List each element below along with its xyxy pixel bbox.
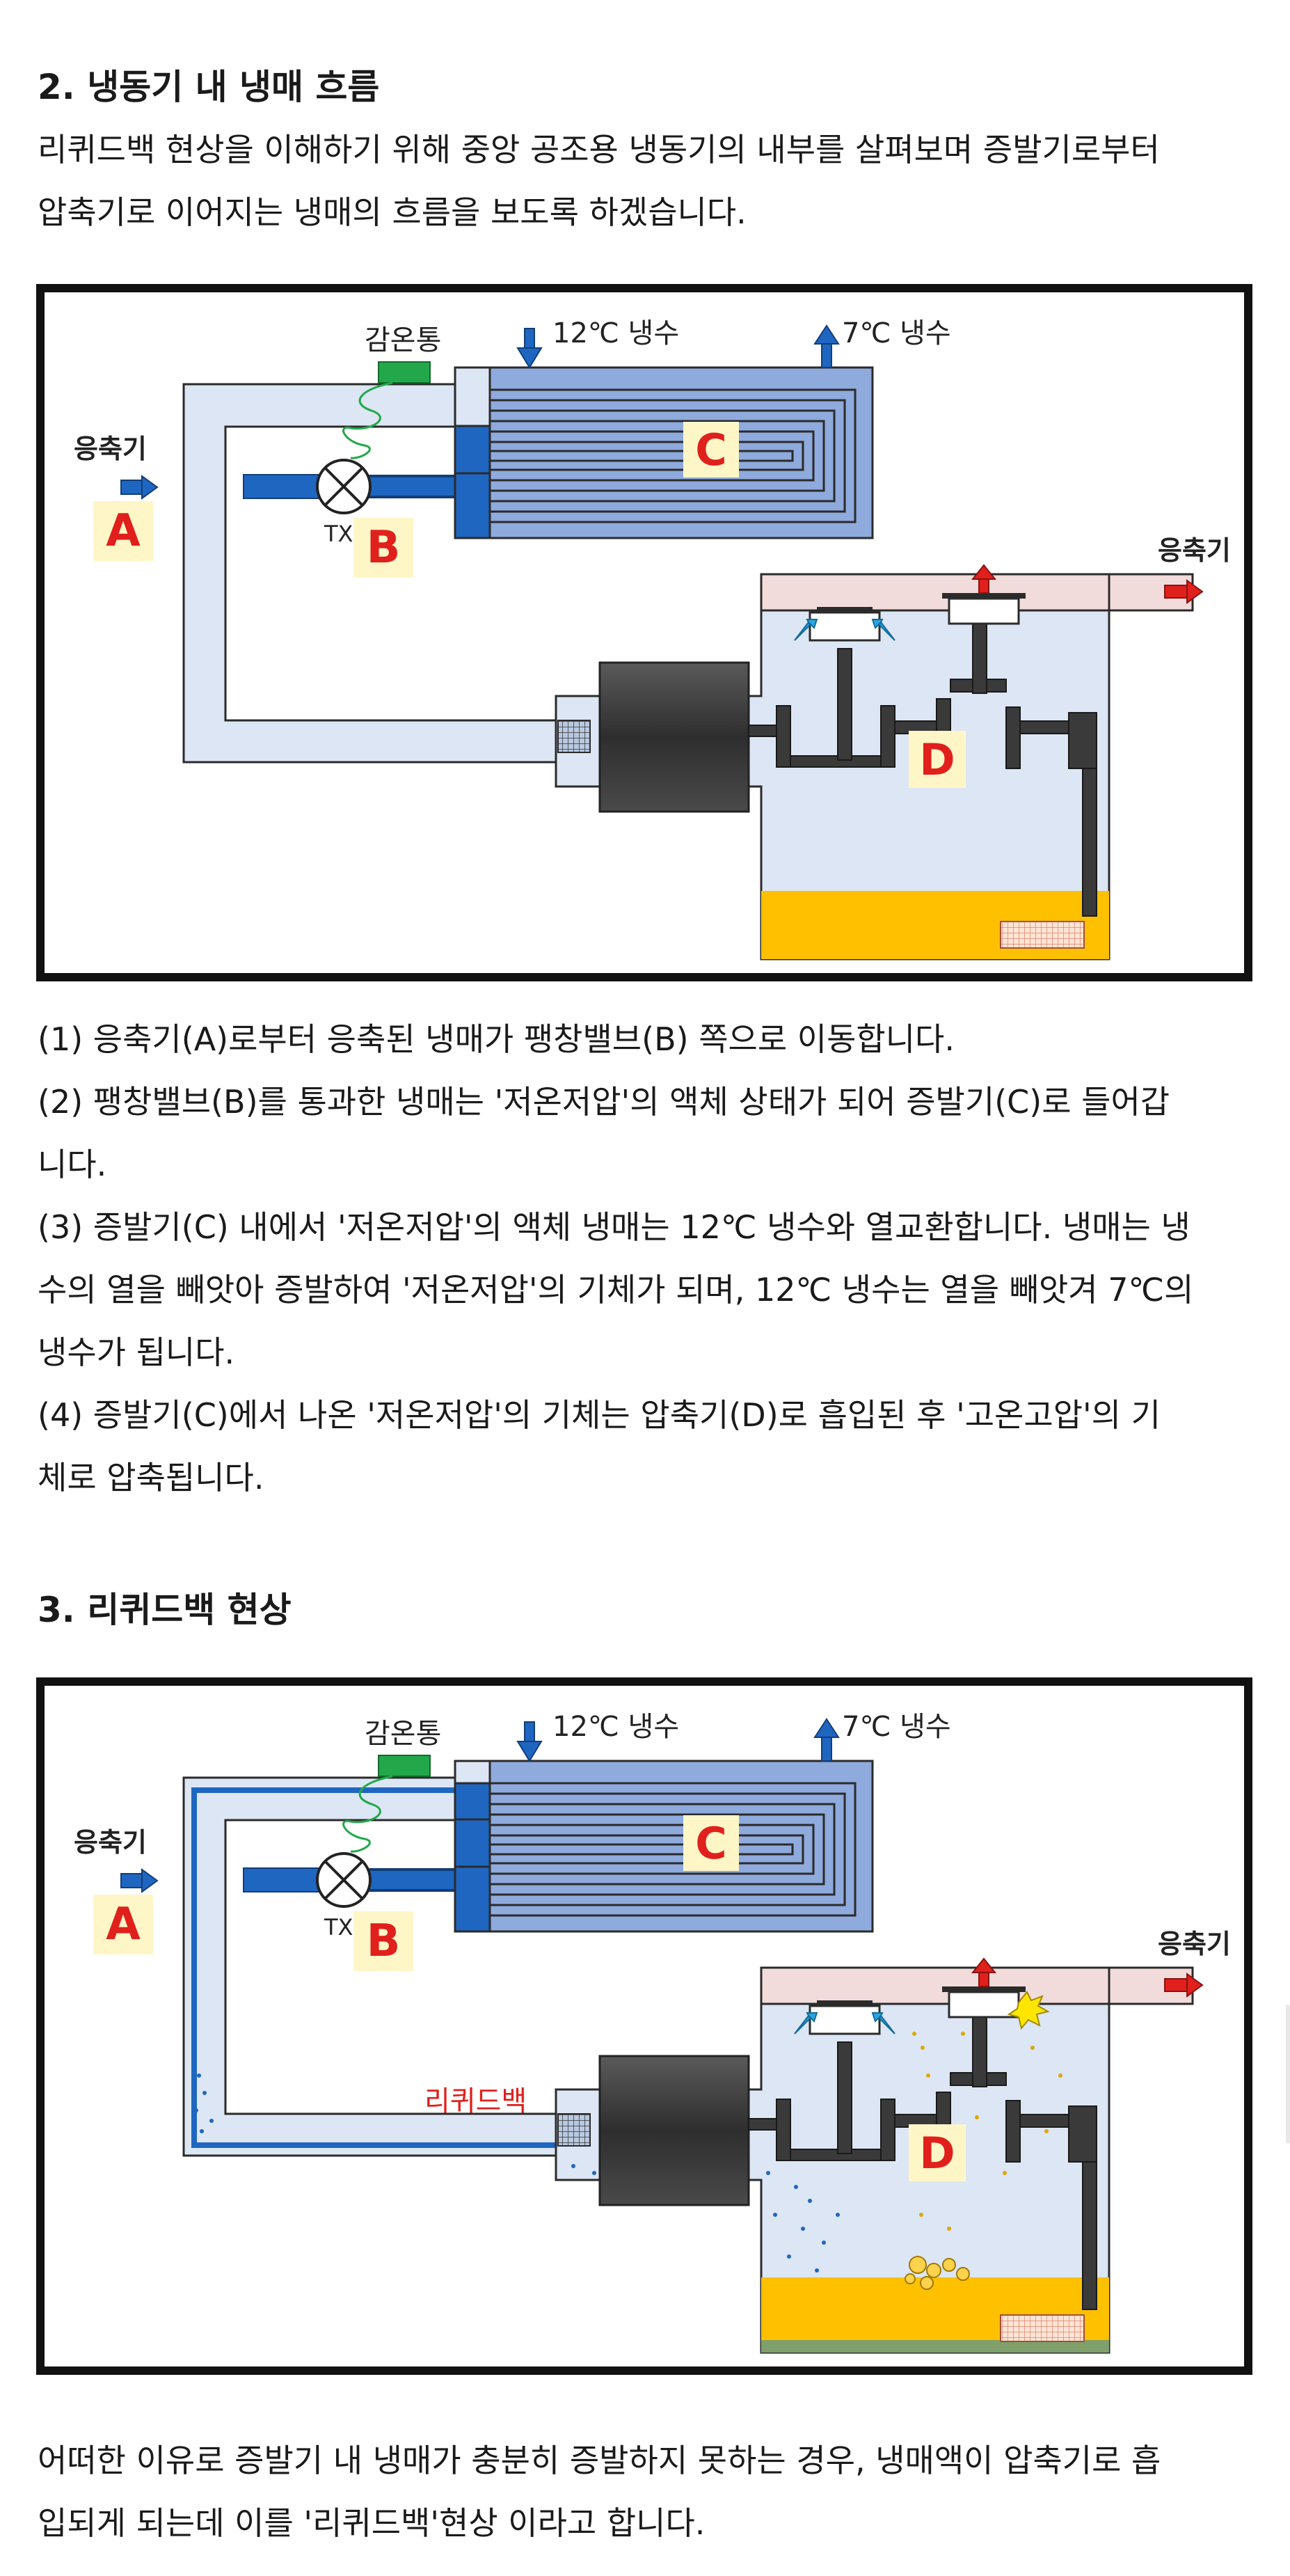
section3-conclusion: 어떠한 이유로 증발기 내 냉매가 충분히 증발하지 못하는 경우, 냉매액이 …: [38, 2429, 1252, 2554]
diagram-svg: TXV 감온통 12℃ 냉수 7℃ 냉수 응축: [74, 317, 1231, 961]
chilled-water-in-arrow-icon: [516, 1721, 543, 1762]
label-sensor: 감온통: [365, 324, 441, 356]
section2-intro: 리퀴드백 현상을 이해하기 위해 중앙 공조용 냉동기의 내부를 살펴보며 증발…: [38, 118, 1252, 244]
compressor-motor: [598, 2055, 750, 2206]
svg-text:A: A: [106, 505, 141, 557]
label-sensor: 감온통: [365, 1718, 441, 1750]
step-line: (4) 증발기(C)에서 나온 '저온저압'의 기체는 압축기(D)로 흡입된 …: [38, 1396, 1161, 1434]
marker-d: D: [909, 731, 966, 788]
step-line: (2) 팽창밸브(B)를 통과한 냉매는 '저온저압'의 액체 상태가 되어 증…: [38, 1083, 1170, 1121]
liquid-line: [243, 474, 328, 499]
marker-d: D: [909, 2124, 966, 2181]
inflow-arrow-icon: [120, 1868, 159, 1893]
svg-text:B: B: [367, 522, 401, 574]
intake-valve-arrows-icon: [794, 619, 895, 641]
txv-valve-icon: [316, 459, 372, 514]
intake-grille: [557, 720, 591, 753]
capillary-coil: [342, 1775, 393, 1853]
diagram-svg: TXV 감온통 12℃ 냉수 7℃ 냉수 응축기: [74, 1711, 1231, 2354]
svg-text:B: B: [367, 1915, 401, 1967]
label-cold-out: 7℃ 냉수: [842, 1711, 951, 1743]
evaporator-coil: [490, 1782, 857, 1917]
liquid-line: [360, 477, 458, 496]
chilled-water-in-arrow-icon: [516, 328, 543, 369]
liquid-droplets: [194, 2073, 214, 2133]
inflow-arrow-icon: [120, 475, 159, 500]
piston: [809, 597, 1020, 642]
section3-heading: 3. 리퀴드백 현상: [38, 1590, 292, 1630]
evaporator-coil: [490, 388, 857, 523]
intake-valve-arrows-icon: [794, 2012, 895, 2034]
marker-a: A: [93, 1895, 153, 1954]
label-liquid-back: 리퀴드백: [424, 2085, 527, 2117]
crankshaft: [748, 2016, 1097, 2310]
step-line: 체로 압축됩니다.: [38, 1459, 264, 1496]
label-cold-in: 12℃ 냉수: [552, 317, 679, 349]
liquid-back-diagram: TXV 감온통 12℃ 냉수 7℃ 냉수 응축기: [36, 1677, 1252, 2375]
intro-line: 리퀴드백 현상을 이해하기 위해 중앙 공조용 냉동기의 내부를 살펴보며 증발…: [38, 131, 1160, 168]
chilled-water-out-arrow-icon: [813, 1718, 840, 1762]
outflow-arrow-icon: [1164, 1973, 1204, 1998]
scrollbar-thumb[interactable]: [1286, 2005, 1290, 2144]
svg-text:C: C: [695, 1818, 727, 1869]
sensing-bulb-icon: [378, 1755, 431, 1777]
chilled-water-out-arrow-icon: [813, 324, 840, 368]
label-condenser-out: 응축기: [1158, 1929, 1231, 1959]
label-cold-out: 7℃ 냉수: [842, 317, 951, 349]
impact-burst-icon: [1007, 1991, 1050, 2030]
step-line: 수의 열을 빼앗아 증발하여 '저온저압'의 기체가 되며, 12℃ 냉수는 열…: [38, 1271, 1194, 1309]
svg-text:A: A: [106, 1899, 141, 1950]
svg-text:D: D: [919, 734, 955, 785]
label-condenser-in: 응축기: [74, 1827, 147, 1858]
conclusion-line: 입되게 되는데 이를 '리퀴드백'현상 이라고 합니다.: [38, 2504, 706, 2542]
svg-text:C: C: [695, 425, 727, 475]
txv-valve-icon: [316, 1852, 372, 1908]
marker-c: C: [683, 422, 739, 477]
discharge-manifold: [760, 573, 1110, 612]
liquid-refrigerant-trace: [191, 1787, 556, 2148]
marker-c: C: [683, 1815, 739, 1871]
conclusion-line: 어떠한 이유로 증발기 내 냉매가 충분히 증발하지 못하는 경우, 냉매액이 …: [38, 2442, 1161, 2479]
piston: [809, 1991, 1020, 2035]
oil-filter: [1000, 2314, 1085, 2342]
marker-b: B: [353, 518, 413, 578]
outflow-arrow-icon: [1164, 579, 1204, 604]
refrigerant-flow-diagram: TXV 감온통 12℃ 냉수 7℃ 냉수 응축: [36, 284, 1252, 981]
oil-droplets: [912, 2032, 1062, 2231]
liquid-line: [360, 1871, 458, 1889]
intake-grille: [557, 2113, 591, 2147]
step-line: (3) 증발기(C) 내에서 '저온저압'의 액체 냉매는 12℃ 냉수와 열교…: [38, 1208, 1191, 1246]
label-condenser-in: 응축기: [74, 434, 147, 464]
sensing-bulb-icon: [378, 361, 431, 384]
step-line: (1) 응축기(A)로부터 응축된 냉매가 팽창밸브(B) 쪽으로 이동합니다.: [38, 1020, 955, 1058]
svg-text:D: D: [919, 2128, 955, 2179]
step-line: 니다.: [38, 1146, 107, 1183]
discharge-arrow-icon: [971, 1957, 997, 1987]
label-cold-in: 12℃ 냉수: [552, 1711, 679, 1743]
discharge-manifold: [760, 1966, 1110, 2005]
marker-b: B: [353, 1911, 413, 1971]
marker-a: A: [93, 501, 153, 561]
step-line: 냉수가 됩니다.: [38, 1334, 235, 1371]
discharge-arrow-icon: [971, 564, 997, 594]
capillary-coil: [342, 381, 393, 459]
label-condenser-out: 응축기: [1158, 535, 1231, 566]
oil-filter: [1000, 921, 1085, 949]
liquid-line: [243, 1867, 328, 1893]
compressor-motor: [598, 661, 750, 813]
section2-steps: (1) 응축기(A)로부터 응축된 냉매가 팽창밸브(B) 쪽으로 이동합니다.…: [38, 1008, 1252, 1509]
section2-heading: 2. 냉동기 내 냉매 흐름: [38, 67, 380, 107]
intro-line: 압축기로 이어지는 냉매의 흐름을 보도록 하겠습니다.: [38, 193, 747, 231]
bubbles: [905, 2256, 970, 2290]
crankshaft: [748, 623, 1097, 917]
